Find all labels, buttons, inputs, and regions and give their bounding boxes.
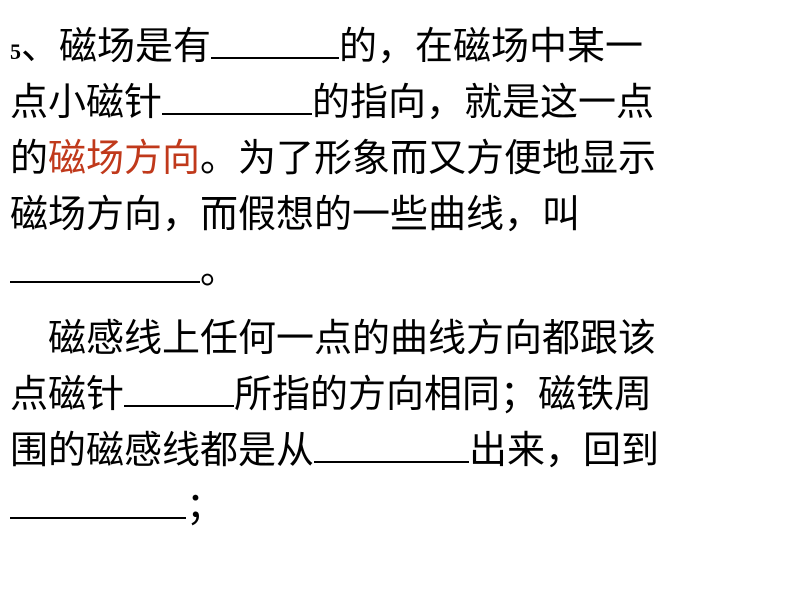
fill-blank [10,487,186,519]
paragraph2-line-4: ； [10,484,224,528]
fill-blank [211,27,340,59]
text-segment: 磁感线上任何一点的曲线方向都跟该 [48,316,657,360]
text-segment: 、磁场是有 [21,24,212,68]
fill-blank [314,431,470,463]
text-segment: 的 [10,136,49,180]
fill-blank [10,251,200,283]
question-line-2: 点小磁针 的指向，就是这一点 [10,80,654,124]
text-segment: 点磁针 [10,372,125,416]
highlight-term: 磁场方向 [48,136,201,180]
text-segment: 所指的方向相同；磁铁周 [234,372,653,416]
paragraph2-line-2: 点磁针 所指的方向相同；磁铁周 [10,372,652,416]
text-segment: 围的磁感线都是从 [10,428,315,472]
text-segment: 磁场方向，而假想的一些曲线，叫 [10,192,581,236]
text-segment: 的指向，就是这一点 [312,80,655,124]
question-line-5: 。 [10,248,238,292]
question-line-4: 磁场方向，而假想的一些曲线，叫 [10,192,580,236]
text-segment: 。 [200,248,239,292]
text-segment: 。为了形象而又方便地显示 [200,136,657,180]
text-segment: ； [186,484,225,528]
paragraph2-line-3: 围的磁感线都是从 出来，回到 [10,428,659,472]
text-segment: 的，在磁场中某一 [339,24,644,68]
question-line-3: 的磁场方向。为了形象而又方便地显示 [10,136,656,180]
text-segment: 出来，回到 [469,428,660,472]
question-number: 5 [10,39,21,64]
paragraph2-line-1: 磁感线上任何一点的曲线方向都跟该 [48,316,656,360]
question-line-1: 5、磁场是有 的，在磁场中某一 [10,24,643,74]
text-segment: 点小磁针 [10,80,163,124]
fill-blank [162,83,313,115]
fill-blank [124,375,235,407]
